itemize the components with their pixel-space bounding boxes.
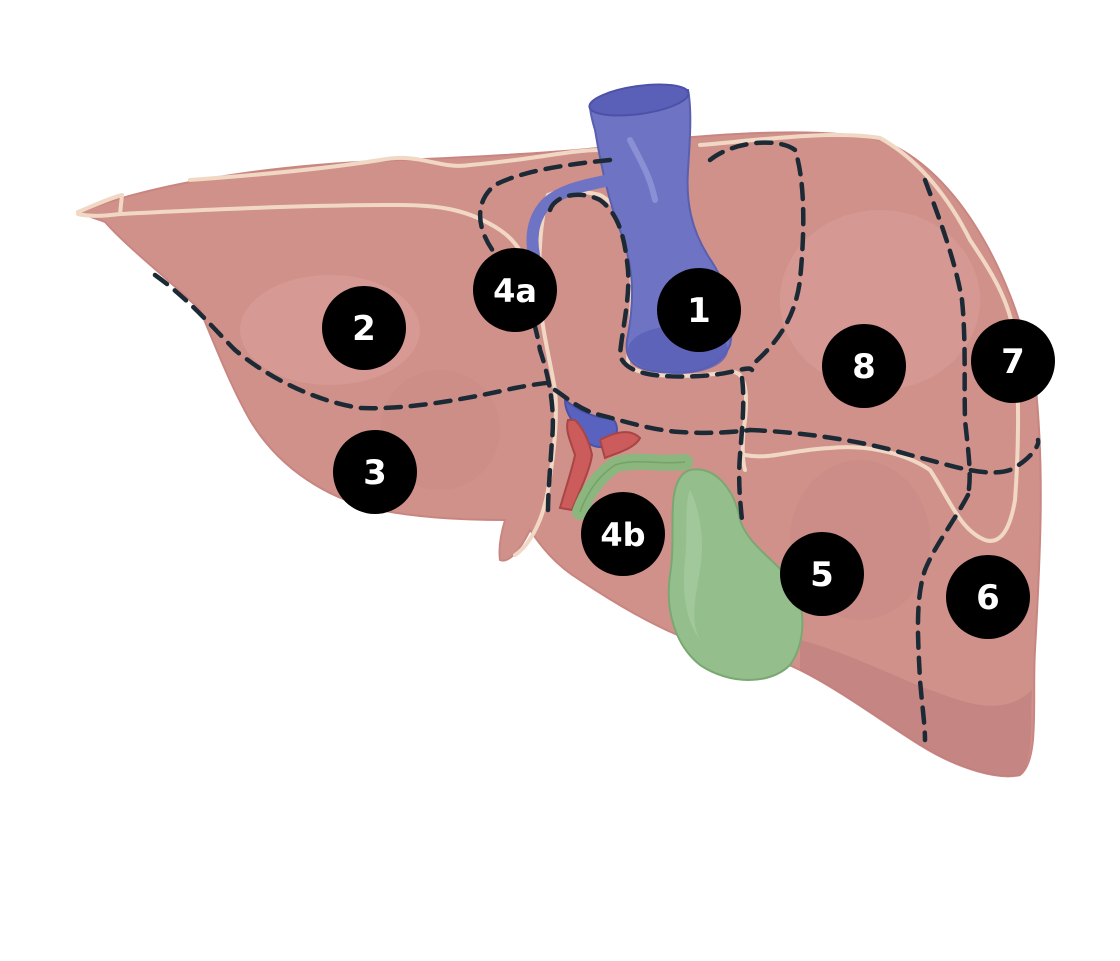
border-7-8 (922, 177, 972, 498)
border-8-5 (747, 427, 1041, 475)
coronary-ligament-right (698, 133, 1021, 543)
segment-label-5: 5 (780, 532, 864, 616)
border-2-3 (152, 272, 558, 411)
hepatic-vein-branch (526, 174, 616, 266)
segment-marker-text: 5 (810, 555, 834, 595)
gallbladder (667, 468, 804, 681)
border-hilum-line (552, 387, 753, 436)
border-5-6 (915, 492, 971, 743)
coronary-ligament-left (118, 203, 532, 277)
segment-marker-text: 8 (852, 347, 876, 387)
segment-label-4a: 4a (473, 248, 557, 332)
segment-marker-text: 4a (493, 272, 537, 310)
segment-marker-circle (780, 532, 864, 616)
liver-shadow (800, 640, 1032, 777)
segment-marker-text: 4b (600, 516, 645, 554)
coronary-ligament-top (188, 148, 602, 182)
vena-cava-highlight (627, 137, 658, 203)
segment-marker-text: 1 (687, 291, 711, 331)
segment-marker-circle (473, 248, 557, 332)
segment-marker-circle (946, 555, 1030, 639)
border-4b-5 (736, 375, 746, 523)
gallbladder-highlight (683, 490, 702, 640)
segment-marker-circle (822, 324, 906, 408)
segment-marker-text: 6 (976, 578, 1000, 618)
segment-label-6: 6 (946, 555, 1030, 639)
vena-cava-opening (588, 83, 690, 117)
segment-marker-text: 3 (363, 453, 387, 493)
segment-label-1: 1 (657, 268, 741, 352)
segment-label-3: 3 (333, 430, 417, 514)
segment-labels: 1 2 3 4a 4b 5 6 7 8 (322, 248, 1055, 639)
segment-marker-circle (322, 286, 406, 370)
border-1-encircle (547, 192, 755, 379)
segment-label-4b: 4b (581, 492, 665, 576)
segment-marker-text: 2 (352, 309, 376, 349)
segment-label-8: 8 (822, 324, 906, 408)
border-4a-left (478, 157, 613, 513)
segment-marker-circle (333, 430, 417, 514)
bile-duct-outline (579, 461, 686, 513)
segment-marker-circle (971, 319, 1055, 403)
segment-label-2: 2 (322, 286, 406, 370)
segment-label-7: 7 (971, 319, 1055, 403)
border-8-left (707, 140, 806, 368)
segment-marker-circle (657, 268, 741, 352)
segment-marker-circle (581, 492, 665, 576)
segment-marker-text: 7 (1001, 342, 1025, 382)
hepatic-artery (558, 419, 642, 512)
